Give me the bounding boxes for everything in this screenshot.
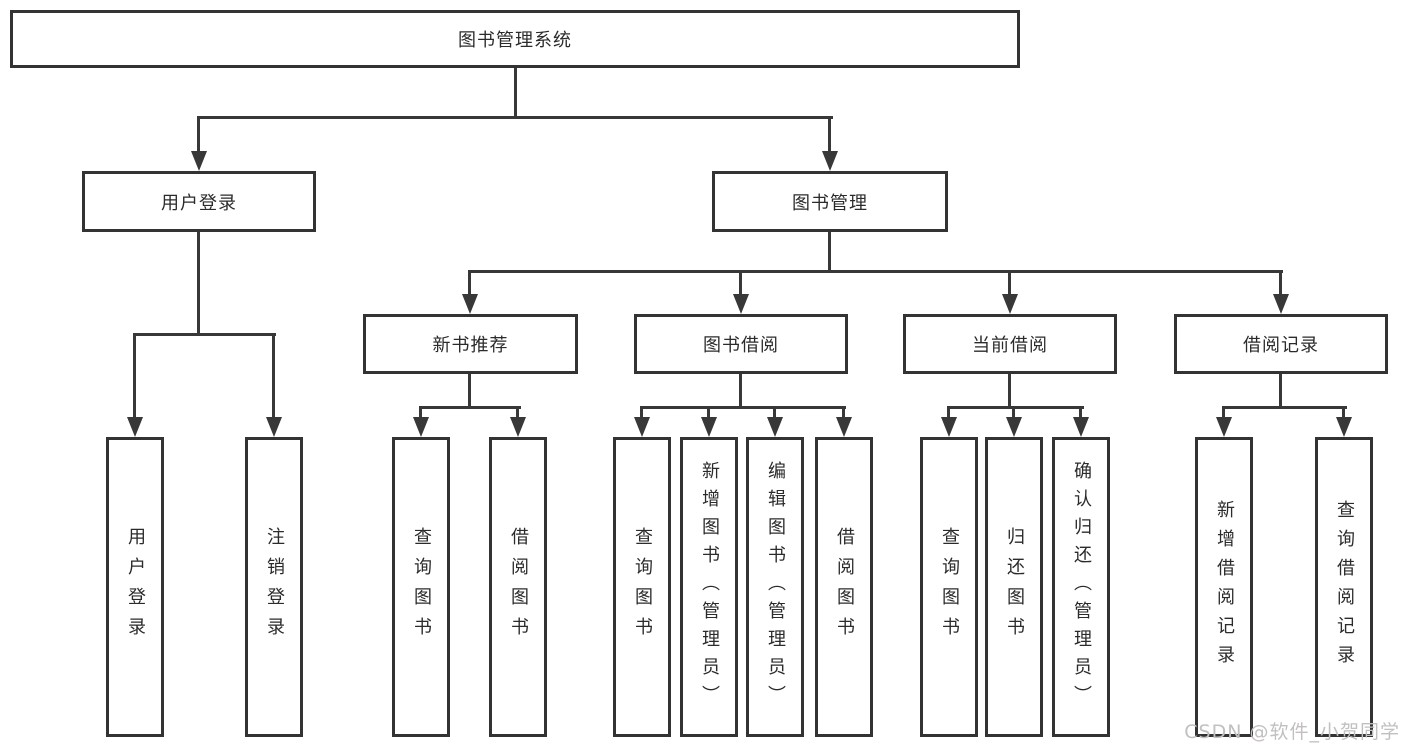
connector-edge [133, 333, 136, 421]
connector-edge [739, 270, 742, 296]
arrow-down-icon [836, 417, 852, 437]
arrow-down-icon [1002, 294, 1018, 314]
connector-root-stem [514, 68, 517, 119]
connector-recommend-stem [468, 374, 471, 409]
connector-edge [468, 270, 471, 296]
arrow-down-icon [413, 417, 429, 437]
node-label: 查询图书 [939, 527, 960, 647]
arrow-down-icon [266, 417, 282, 437]
node-label: 确认归还（管理员） [1071, 461, 1092, 713]
connector-userlogin-rail [133, 333, 276, 336]
connector-edge [842, 406, 845, 421]
node-borrowing-records: 借阅记录 [1174, 314, 1388, 374]
connector-edge [516, 406, 519, 421]
arrow-down-icon [1336, 417, 1352, 437]
connector-edge [773, 406, 776, 421]
arrow-down-icon [634, 417, 650, 437]
arrow-down-icon [733, 294, 749, 314]
node-label: 用户登录 [125, 527, 146, 647]
node-label: 归还图书 [1004, 527, 1025, 647]
csdn-watermark: CSDN @软件_小贺同学 [1184, 721, 1400, 743]
connector-borrowing-stem [739, 374, 742, 409]
node-label: 借阅图书 [508, 527, 529, 647]
connector-edge [1279, 270, 1282, 296]
connector-edge [1008, 270, 1011, 296]
connector-records-rail [1222, 406, 1347, 409]
arrow-down-icon [1273, 294, 1289, 314]
leaf-return-books: 归还图书 [985, 437, 1043, 737]
connector-root-rail [197, 116, 833, 119]
connector-edge [419, 406, 422, 421]
node-label: 注销登录 [264, 527, 285, 647]
leaf-query-borrow-record: 查询借阅记录 [1315, 437, 1373, 737]
node-label: 新书推荐 [432, 335, 509, 356]
leaf-confirm-return-admin: 确认归还（管理员） [1052, 437, 1110, 737]
connector-borrowing-rail [640, 406, 846, 409]
node-new-book-recommendation: 新书推荐 [363, 314, 578, 374]
leaf-borrow-books-borrowing: 借阅图书 [815, 437, 873, 737]
connector-bookmgmt-stem [828, 232, 831, 273]
arrow-down-icon [1073, 417, 1089, 437]
node-label: 图书管理 [792, 192, 868, 214]
node-label: 图书管理系统 [458, 30, 572, 51]
arrow-down-icon [191, 151, 207, 171]
leaf-logout: 注销登录 [245, 437, 303, 737]
connector-edge [707, 406, 710, 421]
arrow-down-icon [462, 294, 478, 314]
leaf-edit-book-admin: 编辑图书（管理员） [746, 437, 804, 737]
connector-current-rail [947, 406, 1084, 409]
node-label: 查询图书 [632, 527, 653, 647]
node-library-management-system: 图书管理系统 [10, 10, 1020, 68]
connector-edge [1079, 406, 1082, 421]
connector-edge [1222, 406, 1225, 421]
leaf-user-login: 用户登录 [106, 437, 164, 737]
node-label: 新增图书（管理员） [699, 461, 720, 713]
node-label: 当前借阅 [972, 335, 1048, 356]
leaf-borrow-books-recommend: 借阅图书 [489, 437, 547, 737]
connector-bookmgmt-rail [468, 270, 1283, 273]
connector-edge [1012, 406, 1015, 421]
connector-recommend-rail [419, 406, 521, 409]
node-label: 图书借阅 [703, 335, 779, 356]
arrow-down-icon [767, 417, 783, 437]
arrow-down-icon [822, 151, 838, 171]
arrow-down-icon [1216, 417, 1232, 437]
node-label: 用户登录 [161, 192, 237, 214]
node-label: 新增借阅记录 [1214, 500, 1235, 674]
leaf-query-books-current: 查询图书 [920, 437, 978, 737]
node-label: 查询图书 [411, 527, 432, 647]
connector-edge [828, 116, 831, 154]
node-label: 查询借阅记录 [1334, 500, 1355, 674]
connector-edge [272, 333, 275, 421]
arrow-down-icon [1006, 417, 1022, 437]
arrow-down-icon [127, 417, 143, 437]
node-label: 编辑图书（管理员） [765, 461, 786, 713]
connector-edge [197, 116, 200, 154]
connector-edge [1342, 406, 1345, 421]
leaf-add-borrow-record: 新增借阅记录 [1195, 437, 1253, 737]
connector-edge [640, 406, 643, 421]
node-user-login: 用户登录 [82, 171, 316, 232]
node-book-management: 图书管理 [712, 171, 948, 232]
node-label: 借阅图书 [834, 527, 855, 647]
connector-current-stem [1008, 374, 1011, 409]
leaf-query-books-borrowing: 查询图书 [613, 437, 671, 737]
node-current-borrowing: 当前借阅 [903, 314, 1117, 374]
arrow-down-icon [701, 417, 717, 437]
leaf-query-books-recommend: 查询图书 [392, 437, 450, 737]
node-label: 借阅记录 [1243, 335, 1319, 356]
arrow-down-icon [941, 417, 957, 437]
node-book-borrowing: 图书借阅 [634, 314, 848, 374]
connector-records-stem [1279, 374, 1282, 409]
connector-edge [947, 406, 950, 421]
connector-userlogin-stem [197, 232, 200, 336]
arrow-down-icon [510, 417, 526, 437]
leaf-add-book-admin: 新增图书（管理员） [680, 437, 738, 737]
